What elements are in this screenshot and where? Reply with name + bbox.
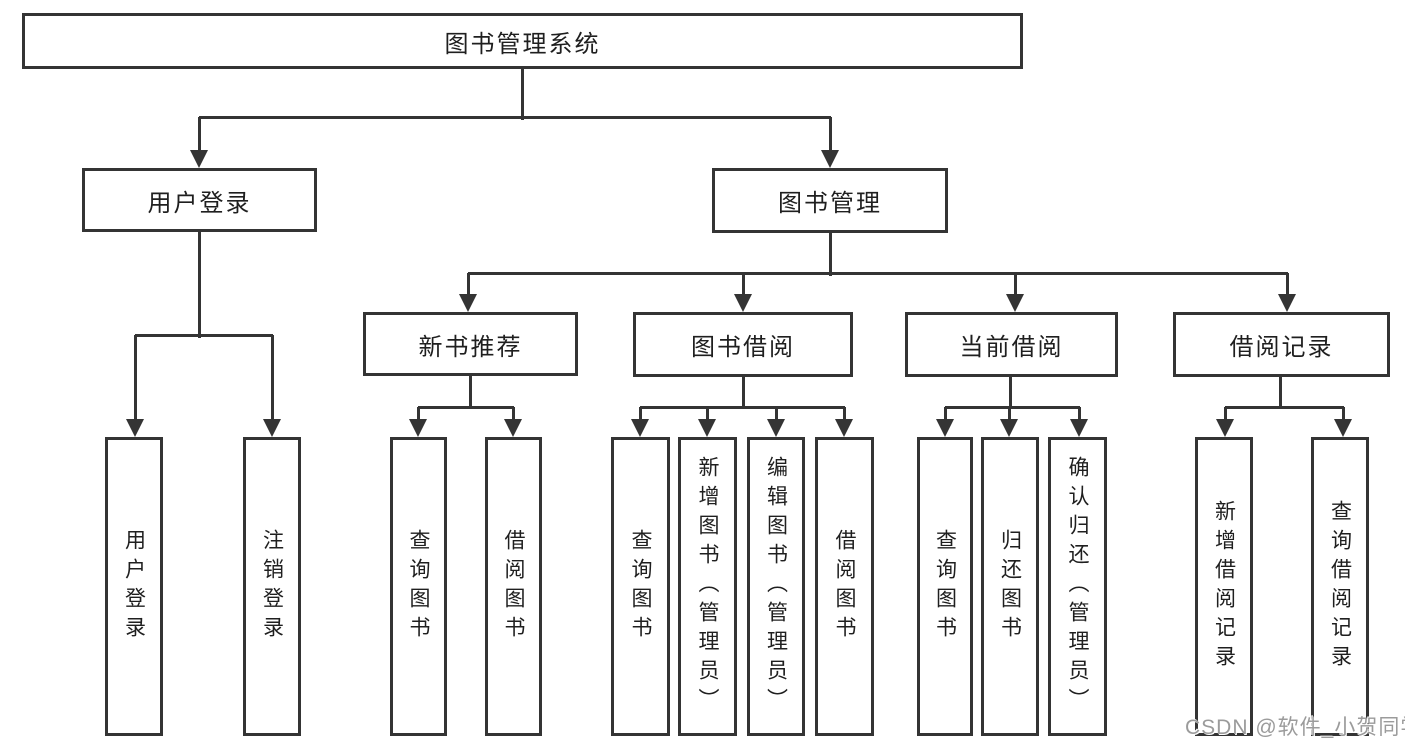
- node-current-borrowing: 当前借阅: [905, 312, 1118, 377]
- leaf-query-books-recommend: 查询图书: [390, 437, 447, 736]
- connector-line: [1286, 273, 1289, 301]
- leaf-label: 新增借阅记录: [1212, 499, 1236, 674]
- arrow-down-icon: [1278, 294, 1296, 312]
- connector-line: [467, 273, 470, 301]
- leaf-label: 用户登录: [122, 528, 146, 645]
- arrow-down-icon: [1334, 419, 1352, 437]
- arrow-down-icon: [734, 294, 752, 312]
- leaf-label: 借阅图书: [833, 528, 856, 645]
- node-book-borrowing: 图书借阅: [633, 312, 853, 377]
- leaf-borrow-books-borrowing: 借阅图书: [815, 437, 874, 736]
- leaf-label: 查询图书: [933, 528, 957, 645]
- leaf-label: 借阅图书: [502, 528, 525, 645]
- connector-line: [418, 406, 514, 409]
- arrow-down-icon: [190, 150, 208, 168]
- node-label: 新书推荐: [418, 333, 523, 361]
- connector-line: [706, 407, 709, 424]
- leaf-edit-books-admin: 编辑图书（管理员）: [747, 437, 805, 736]
- arrow-down-icon: [936, 419, 954, 437]
- arrow-down-icon: [698, 419, 716, 437]
- connector-line: [512, 407, 515, 424]
- arrow-down-icon: [1216, 419, 1234, 437]
- node-root-library-system: 图书管理系统: [22, 13, 1023, 69]
- node-user-login: 用户登录: [82, 168, 317, 232]
- node-borrowing-records: 借阅记录: [1173, 312, 1390, 377]
- connector-line: [1279, 377, 1282, 409]
- leaf-user-login: 用户登录: [105, 437, 163, 736]
- leaf-confirm-return-admin: 确认归还（管理员）: [1048, 437, 1107, 736]
- node-label: 图书管理系统: [444, 30, 601, 58]
- leaf-label: 归还图书: [998, 528, 1022, 645]
- arrow-down-icon: [126, 419, 144, 437]
- connector-line: [199, 116, 831, 119]
- connector-line: [1225, 406, 1344, 409]
- connector-line: [742, 273, 745, 301]
- leaf-label: 查询借阅记录: [1328, 499, 1352, 674]
- node-label: 当前借阅: [959, 334, 1064, 361]
- connector-line: [829, 233, 832, 276]
- watermark: CSDN @软件_小贺同学: [1185, 716, 1405, 739]
- leaf-query-books-borrowing: 查询图书: [611, 437, 670, 736]
- connector-line: [775, 407, 778, 424]
- arrow-down-icon: [459, 294, 477, 312]
- connector-line: [944, 407, 947, 424]
- connector-line: [1014, 273, 1017, 301]
- connector-line: [639, 407, 642, 424]
- connector-line: [843, 407, 846, 424]
- node-new-book-recommendation: 新书推荐: [363, 312, 578, 376]
- leaf-query-borrow-record: 查询借阅记录: [1311, 437, 1369, 736]
- connector-line: [521, 68, 524, 120]
- node-label: 图书借阅: [691, 334, 795, 361]
- connector-line: [135, 334, 273, 337]
- connector-line: [469, 376, 472, 409]
- connector-line: [468, 272, 1288, 275]
- arrow-down-icon: [504, 419, 522, 437]
- leaf-logout: 注销登录: [243, 437, 301, 736]
- arrow-down-icon: [263, 419, 281, 437]
- leaf-query-books-current: 查询图书: [917, 437, 973, 736]
- connector-line: [742, 377, 745, 409]
- leaf-return-books: 归还图书: [981, 437, 1039, 736]
- connector-line: [1224, 407, 1227, 424]
- leaf-add-borrow-record: 新增借阅记录: [1195, 437, 1253, 736]
- node-book-management: 图书管理: [712, 168, 948, 233]
- arrow-down-icon: [835, 419, 853, 437]
- arrow-down-icon: [1070, 419, 1088, 437]
- connector-line: [1342, 407, 1345, 424]
- leaf-label: 确认归还（管理员）: [1066, 456, 1089, 717]
- leaf-label: 新增图书（管理员）: [696, 456, 719, 717]
- connector-line: [1009, 377, 1012, 409]
- connector-line: [198, 232, 201, 338]
- connector-line: [829, 117, 832, 157]
- leaf-label: 查询图书: [407, 528, 430, 645]
- node-label: 借阅记录: [1229, 334, 1334, 361]
- leaf-label: 查询图书: [629, 528, 652, 645]
- arrow-down-icon: [767, 419, 785, 437]
- connector-line: [417, 407, 420, 424]
- arrow-down-icon: [409, 419, 427, 437]
- leaf-label: 注销登录: [260, 528, 284, 645]
- arrow-down-icon: [1000, 419, 1018, 437]
- node-label: 图书管理: [778, 190, 882, 217]
- connector-line: [945, 406, 1080, 409]
- arrow-down-icon: [1006, 294, 1024, 312]
- node-label: 用户登录: [147, 189, 252, 217]
- arrow-down-icon: [631, 419, 649, 437]
- arrow-down-icon: [821, 150, 839, 168]
- connector-line: [640, 406, 845, 409]
- connector-line: [271, 335, 274, 425]
- connector-line: [1008, 407, 1011, 424]
- connector-line: [198, 117, 201, 157]
- connector-line: [134, 335, 137, 425]
- leaf-label: 编辑图书（管理员）: [764, 456, 788, 717]
- leaf-add-books-admin: 新增图书（管理员）: [678, 437, 737, 736]
- leaf-borrow-books-recommend: 借阅图书: [485, 437, 542, 736]
- connector-line: [1078, 407, 1081, 424]
